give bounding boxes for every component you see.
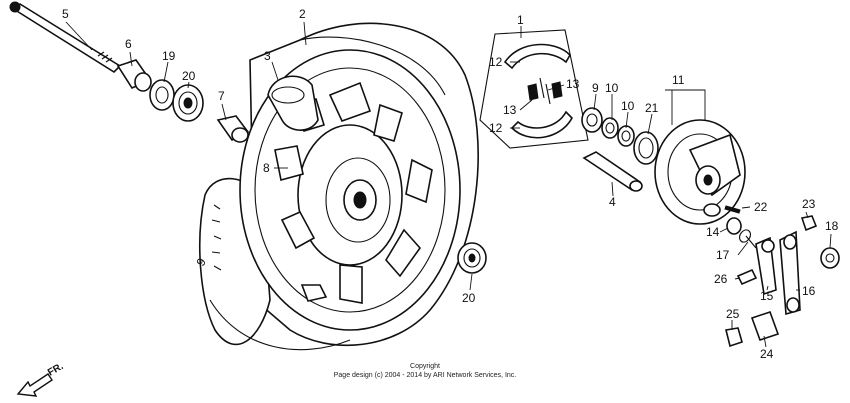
callout-20[interactable]: 20 [182, 69, 196, 83]
brake-cam[interactable] [582, 151, 643, 192]
leader-lines [65, 21, 832, 348]
brake-arm-16[interactable] [779, 230, 801, 316]
callout-5[interactable]: 5 [62, 7, 69, 21]
callout-13-right[interactable]: 13 [566, 77, 580, 91]
washer-b[interactable] [617, 125, 635, 147]
callout-3[interactable]: 3 [264, 49, 271, 63]
pin-24[interactable] [750, 310, 780, 342]
cap-25[interactable] [725, 327, 743, 348]
copyright-notice: Page design (c) 2004 - 2014 by ARI Netwo… [333, 372, 517, 379]
radial-bearing-left[interactable] [172, 84, 204, 122]
callout-18[interactable]: 18 [825, 219, 839, 233]
callout-13-left[interactable]: 13 [503, 103, 517, 117]
washer-a[interactable] [601, 117, 619, 139]
dust-seal[interactable] [581, 107, 603, 133]
callout-24[interactable]: 24 [760, 347, 774, 361]
callout-19[interactable]: 19 [162, 49, 176, 63]
brake-panel[interactable] [654, 119, 746, 225]
callouts: 5 6 19 20 7 2 3 8 1 12 12 13 13 9 10 10 … [62, 7, 839, 361]
callout-4[interactable]: 4 [609, 195, 616, 209]
callout-10-bottom[interactable]: 10 [621, 99, 635, 113]
nut-18[interactable] [820, 247, 840, 269]
callout-25[interactable]: 25 [726, 307, 740, 321]
callout-11[interactable]: 11 [672, 73, 685, 87]
o-ring[interactable] [633, 131, 659, 165]
front-direction-arrow: FR. [16, 362, 66, 397]
callout-12-top[interactable]: 12 [489, 55, 503, 69]
callout-17[interactable]: 17 [716, 248, 730, 262]
oil-seal[interactable] [149, 79, 175, 111]
nut-23[interactable] [800, 215, 818, 232]
callout-21[interactable]: 21 [645, 101, 659, 115]
callout-22[interactable]: 22 [754, 200, 768, 214]
callout-23[interactable]: 23 [802, 197, 816, 211]
callout-6[interactable]: 6 [125, 37, 132, 51]
inner-tube[interactable] [267, 75, 319, 131]
washer-14[interactable] [726, 217, 742, 235]
arrow-icon [16, 373, 53, 397]
bolt-22[interactable] [724, 205, 741, 214]
brake-shoe-set[interactable] [479, 29, 589, 149]
callout-9[interactable]: 9 [592, 81, 599, 95]
callout-12-bottom[interactable]: 12 [489, 121, 503, 135]
callout-8[interactable]: 8 [263, 161, 270, 175]
radial-bearing-right[interactable] [457, 242, 487, 274]
return-spring-17[interactable] [739, 229, 757, 249]
indicator-plate-15[interactable] [755, 236, 777, 296]
copyright-title: Copyright [410, 363, 440, 370]
callout-26[interactable]: 26 [714, 272, 728, 286]
callout-15[interactable]: 15 [760, 289, 774, 303]
callout-1[interactable]: 1 [517, 13, 524, 27]
callout-7[interactable]: 7 [218, 89, 225, 103]
callout-14[interactable]: 14 [706, 225, 720, 239]
callout-20-right[interactable]: 20 [462, 291, 476, 305]
bolt-26[interactable] [736, 268, 758, 286]
callout-10-top[interactable]: 10 [605, 81, 619, 95]
axle-spacer[interactable] [116, 59, 152, 92]
axle-nut[interactable] [216, 115, 250, 143]
callout-16[interactable]: 16 [802, 284, 816, 298]
callout-2[interactable]: 2 [299, 7, 306, 21]
